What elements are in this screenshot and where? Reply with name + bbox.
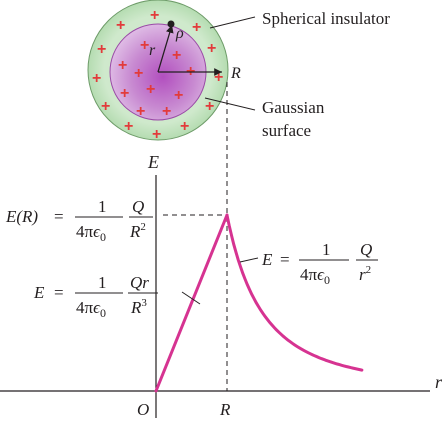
equation-outside: E = 1 4πϵ0 Q r2	[261, 240, 378, 287]
eq-inside-den: 4πϵ0	[76, 298, 106, 320]
plus-sign: +	[116, 17, 125, 34]
eq-inside-lhs: E	[33, 283, 45, 302]
x-axis-label: r	[435, 372, 443, 392]
eq-outside-equals: =	[280, 250, 290, 269]
plus-sign: +	[150, 7, 159, 24]
eq-inside-frac2-den: R3	[130, 297, 147, 317]
eq-inside-frac2-num: Qr	[130, 273, 149, 292]
plus-sign: +	[207, 40, 216, 57]
plus-sign: +	[97, 41, 106, 58]
eq-peak-equals: =	[54, 207, 64, 226]
eq-peak-lhs: E(R)	[5, 207, 38, 226]
eq-outside-frac2-den: r2	[359, 264, 371, 284]
plus-sign: +	[118, 57, 127, 74]
radius-r-label: r	[149, 42, 156, 59]
plus-sign: +	[192, 19, 201, 36]
radius-r-arrow	[157, 24, 174, 73]
plus-sign: +	[180, 118, 189, 135]
outside-eq-leader	[239, 257, 259, 263]
axes	[0, 175, 430, 418]
equation-inside: E = 1 4πϵ0 Qr R3	[33, 273, 158, 320]
plus-sign: +	[162, 103, 171, 120]
plus-sign: +	[92, 70, 101, 87]
dashed-guides	[163, 82, 228, 391]
field-outside-curve	[225, 213, 364, 372]
plus-sign: +	[172, 47, 181, 64]
eq-outside-num: 1	[322, 240, 331, 259]
field-inside-line	[154, 213, 229, 393]
plus-sign: +	[120, 85, 129, 102]
eq-outside-lhs: E	[261, 250, 273, 269]
eq-inside-num: 1	[98, 273, 107, 292]
y-axis-label: E	[147, 152, 159, 172]
inside-eq-leader	[181, 291, 201, 305]
plus-sign: +	[146, 81, 155, 98]
charge-density-point	[167, 20, 175, 28]
radius-arrows	[157, 24, 222, 76]
plus-sign: +	[214, 69, 223, 86]
equation-peak: E(R) = 1 4πϵ0 Q R2	[5, 197, 153, 244]
plus-sign: +	[174, 87, 183, 104]
insulator-label: Spherical insulator	[262, 9, 390, 28]
gaussian-leader-line	[204, 97, 256, 111]
insulator-leader-line	[209, 16, 256, 29]
origin-label: O	[137, 400, 149, 419]
density-symbol: ρ	[175, 25, 184, 42]
plus-sign: +	[152, 126, 161, 143]
eq-inside-equals: =	[54, 283, 64, 302]
eq-outside-frac2-num: Q	[360, 240, 372, 259]
gaussian-label-line1: Gaussian	[262, 98, 325, 117]
field-curve	[154, 213, 364, 393]
plus-sign: +	[134, 65, 143, 82]
plus-sign: +	[124, 118, 133, 135]
eq-peak-den: 4πϵ0	[76, 222, 106, 244]
eq-peak-frac2-den: R2	[129, 221, 146, 241]
spherical-insulator: + + + + + + + + + + + + + + + + + + + + …	[87, 0, 390, 143]
eq-peak-frac2-num: Q	[132, 197, 144, 216]
radius-R-label: R	[230, 65, 241, 82]
plus-sign: +	[101, 98, 110, 115]
eq-outside-den: 4πϵ0	[300, 265, 330, 287]
R-tick-label: R	[219, 400, 231, 419]
plus-sign: +	[140, 37, 149, 54]
eq-peak-num: 1	[98, 197, 107, 216]
gaussian-label-line2: surface	[262, 121, 311, 140]
plus-sign: +	[205, 98, 214, 115]
plus-sign: +	[136, 103, 145, 120]
